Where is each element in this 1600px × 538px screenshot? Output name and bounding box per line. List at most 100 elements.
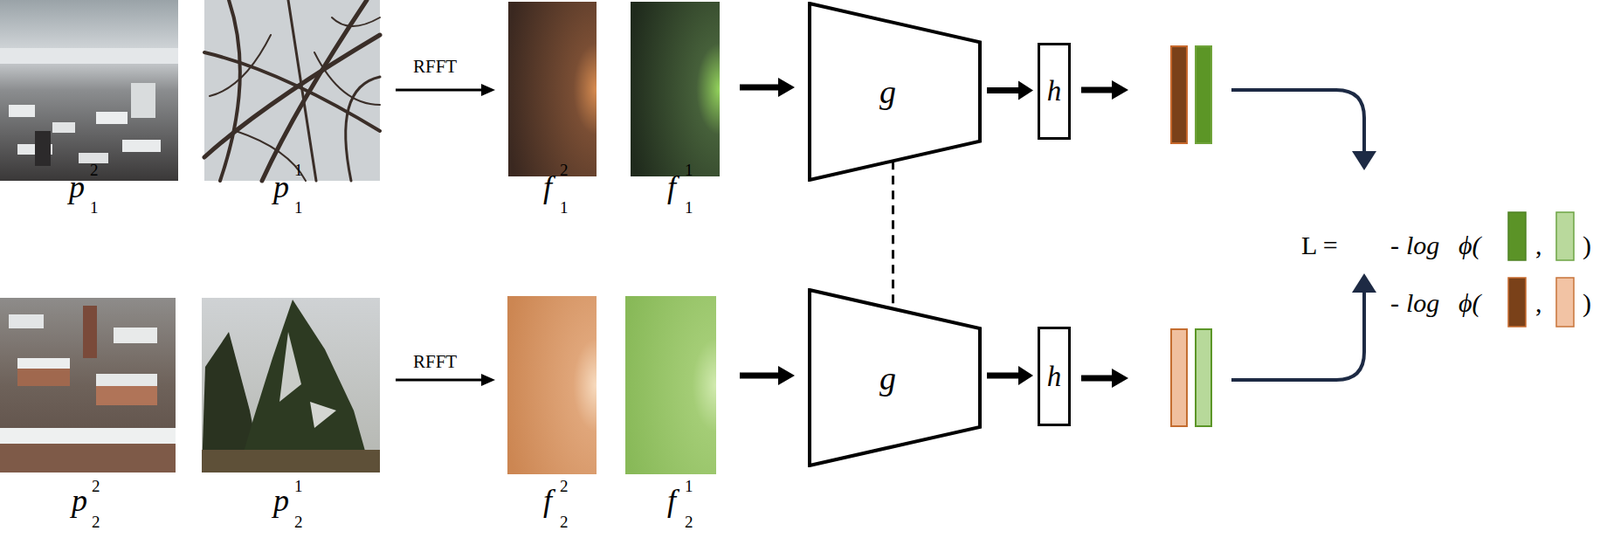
superscript: 2 bbox=[559, 161, 569, 179]
arrow-line bbox=[395, 89, 483, 92]
branch bbox=[262, 0, 367, 181]
arrow-head bbox=[1018, 365, 1034, 386]
loss-term: ϕ( bbox=[1458, 232, 1482, 259]
building bbox=[96, 384, 158, 406]
branch bbox=[331, 17, 380, 27]
snow-field bbox=[0, 48, 179, 64]
roof bbox=[0, 427, 176, 444]
arrow-line bbox=[1231, 89, 1365, 154]
arrow-head bbox=[1351, 273, 1377, 293]
embedding-bar bbox=[1195, 46, 1212, 144]
arrow-head bbox=[481, 83, 496, 97]
arrow-head bbox=[481, 373, 496, 387]
building bbox=[34, 131, 51, 166]
variable-name: f bbox=[667, 484, 676, 517]
branch bbox=[345, 76, 380, 181]
roof bbox=[17, 358, 70, 369]
branches-photo bbox=[204, 0, 380, 181]
connector-line bbox=[986, 87, 1020, 94]
connector bbox=[892, 160, 894, 309]
arrow-head bbox=[1111, 80, 1129, 100]
embedding-bar bbox=[1171, 329, 1187, 427]
variable-name: f bbox=[543, 171, 552, 203]
loss-term: log bbox=[1406, 289, 1440, 317]
loss-swatch bbox=[1556, 212, 1574, 261]
spectrum-image bbox=[507, 296, 597, 475]
subscript: 1 bbox=[294, 199, 304, 216]
variable-name: p bbox=[273, 484, 290, 517]
superscript: 2 bbox=[559, 477, 569, 495]
variable-name: f bbox=[667, 171, 676, 203]
arrow-head bbox=[1351, 151, 1377, 171]
superscript: 2 bbox=[89, 161, 99, 179]
snow bbox=[310, 401, 337, 428]
operation-label: RFFT bbox=[413, 57, 457, 76]
node-label: g bbox=[879, 361, 897, 395]
loss-term: , bbox=[1535, 289, 1543, 317]
loss-swatch bbox=[1508, 212, 1526, 261]
photo-ground bbox=[201, 297, 380, 473]
roof bbox=[8, 104, 35, 118]
trees-photo bbox=[201, 297, 380, 473]
arrow-head bbox=[1111, 368, 1129, 388]
loss-arrow bbox=[1231, 89, 1365, 380]
superscript: 1 bbox=[294, 477, 304, 495]
snow bbox=[279, 331, 302, 402]
spectrum-image bbox=[508, 1, 597, 177]
arrow-line bbox=[739, 372, 780, 380]
roof bbox=[122, 139, 161, 152]
roof bbox=[96, 373, 158, 387]
roof bbox=[96, 111, 128, 125]
loss-term: ) bbox=[1582, 289, 1592, 317]
projection-head-box: h bbox=[1037, 42, 1071, 140]
loss-swatch bbox=[1556, 277, 1574, 327]
connector-line bbox=[891, 160, 895, 309]
photo-ground bbox=[0, 0, 179, 181]
roof bbox=[8, 314, 44, 329]
arrow-head bbox=[1018, 81, 1034, 101]
loss-term: ϕ( bbox=[1458, 289, 1482, 317]
city-photo bbox=[0, 297, 176, 473]
roof bbox=[52, 122, 76, 133]
connector bbox=[986, 365, 1034, 386]
trapezoid-shape bbox=[809, 3, 980, 180]
arrow-line bbox=[739, 84, 780, 91]
arrow-line bbox=[1081, 87, 1114, 94]
arrow-line bbox=[1081, 375, 1114, 382]
variable-name: f bbox=[543, 484, 552, 517]
spectrum-image bbox=[630, 1, 720, 177]
photo-ground bbox=[0, 297, 176, 473]
loss-term: , bbox=[1535, 232, 1543, 259]
superscript: 1 bbox=[294, 161, 304, 179]
node-label: h bbox=[1047, 76, 1063, 106]
variable-name: p bbox=[71, 484, 88, 517]
branch bbox=[235, 131, 306, 181]
building bbox=[0, 443, 176, 473]
encoder-trapezoid: g bbox=[807, 288, 982, 468]
church-tower bbox=[82, 305, 97, 359]
loss-swatch bbox=[1508, 277, 1526, 327]
city-photo bbox=[0, 0, 179, 181]
node-label: g bbox=[879, 75, 897, 109]
rfft-arrow bbox=[395, 83, 496, 387]
subscript: 2 bbox=[91, 513, 101, 531]
building bbox=[17, 366, 70, 387]
trapezoid-shape bbox=[809, 289, 980, 466]
subscript: 2 bbox=[684, 513, 694, 531]
branch bbox=[209, 34, 271, 97]
connector-line bbox=[986, 372, 1020, 380]
loss-sign: - bbox=[1390, 289, 1400, 317]
tree bbox=[237, 299, 372, 473]
embedding-bar bbox=[1195, 329, 1212, 427]
photo-ground bbox=[204, 0, 380, 181]
variable-name: p bbox=[273, 171, 290, 203]
branches bbox=[204, 0, 380, 181]
projection-head-box: h bbox=[1037, 326, 1071, 427]
subscript: 1 bbox=[559, 199, 569, 216]
subscript: 2 bbox=[559, 513, 569, 531]
arrow-line bbox=[395, 379, 483, 382]
superscript: 2 bbox=[91, 477, 101, 495]
